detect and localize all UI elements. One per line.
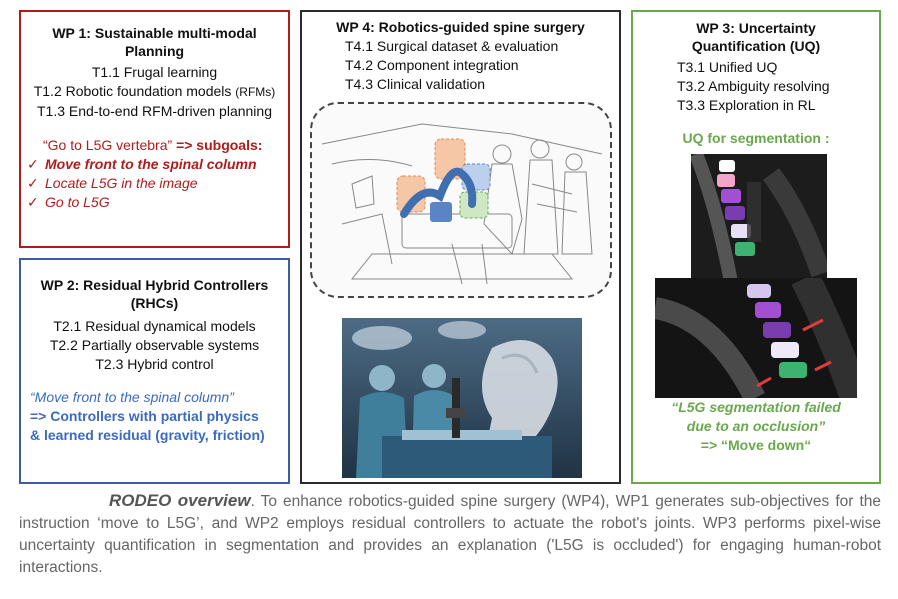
wp4-box: WP 4: Robotics-guided spine surgery T4.1… — [300, 10, 621, 484]
wp1-subgoal-1: ✓Move front to the spinal column — [27, 156, 257, 172]
wp4-title: WP 4: Robotics-guided spine surgery — [336, 19, 585, 35]
wp1-box: WP 1: Sustainable multi-modal Planning T… — [19, 10, 290, 248]
wp1-instruction: “Go to L5G vertebra” => subgoals: — [43, 137, 263, 153]
figure-caption: RODEO overview. To enhance robotics-guid… — [19, 490, 881, 579]
wp1-title: WP 1: Sustainable multi-modal Planning — [52, 25, 257, 59]
wp1-subgoal-2: ✓Locate L5G in the image — [27, 175, 198, 191]
wp3-task-1: T3.1 Unified UQ — [677, 59, 778, 75]
wp1-task-2: T1.2 Robotic foundation models (RFMs) — [33, 83, 276, 99]
surgery-sketch-drawing — [321, 123, 603, 285]
segmentation-scan-top — [691, 154, 827, 282]
checkmark-icon: ✓ — [27, 156, 39, 172]
wp3-result-3: => “Move down“ — [700, 437, 812, 453]
wp4-task-1: T4.1 Surgical dataset & evaluation — [345, 38, 559, 54]
wp2-title: WP 2: Residual Hybrid Controllers (RHCs) — [40, 277, 269, 311]
wp3-box: WP 3: Uncertainty Quantification (UQ) T3… — [631, 10, 881, 484]
surgery-sketch-image — [310, 102, 612, 298]
wp4-task-2: T4.2 Component integration — [345, 57, 519, 73]
segmentation-scan-bottom-drawing — [655, 278, 857, 398]
checkmark-icon: ✓ — [27, 194, 39, 210]
operating-room-photo-drawing — [342, 318, 582, 478]
wp3-result-1: “L5G segmentation failed — [671, 399, 841, 415]
wp3-tasks: T3.1 Unified UQ T3.2 Ambiguity resolving… — [633, 58, 879, 115]
wp2-box: WP 2: Residual Hybrid Controllers (RHCs)… — [19, 258, 290, 484]
wp2-result-1: => Controllers with partial physics — [30, 408, 259, 424]
wp4-tasks: T4.1 Surgical dataset & evaluation T4.2 … — [302, 37, 619, 94]
wp3-result: “L5G segmentation failed due to an occlu… — [633, 398, 879, 455]
wp2-task-2: T2.2 Partially observable systems — [49, 337, 260, 353]
wp3-seg-label: UQ for segmentation : — [682, 130, 830, 146]
caption-text: . To enhance robotics-guided spine surge… — [19, 493, 882, 576]
wp1-task-1: T1.1 Frugal learning — [91, 64, 218, 80]
wp2-task-3: T2.3 Hybrid control — [95, 356, 214, 372]
wp1-subgoal-3: ✓Go to L5G — [27, 194, 110, 210]
segmentation-scan-bottom — [655, 278, 857, 398]
wp3-task-2: T3.2 Ambiguity resolving — [677, 78, 830, 94]
wp2-result-2: & learned residual (gravity, friction) — [30, 427, 265, 443]
wp2-quote: “Move front to the spinal column” — [30, 389, 234, 405]
wp3-title: WP 3: Uncertainty Quantification (UQ) — [691, 20, 821, 54]
wp2-tasks: T2.1 Residual dynamical models T2.2 Part… — [21, 317, 288, 374]
wp2-task-1: T2.1 Residual dynamical models — [53, 318, 256, 334]
wp3-result-2: due to an occlusion” — [686, 418, 826, 434]
checkmark-icon: ✓ — [27, 175, 39, 191]
wp4-task-3: T4.3 Clinical validation — [345, 76, 486, 92]
operating-room-photo — [342, 318, 582, 478]
wp1-task-3: T1.3 End-to-end RFM-driven planning — [36, 103, 272, 119]
wp3-task-3: T3.3 Exploration in RL — [677, 97, 816, 113]
wp1-tasks: T1.1 Frugal learning T1.2 Robotic founda… — [21, 63, 288, 121]
segmentation-scan-top-drawing — [691, 154, 827, 282]
caption-heading: RODEO overview — [109, 491, 251, 510]
